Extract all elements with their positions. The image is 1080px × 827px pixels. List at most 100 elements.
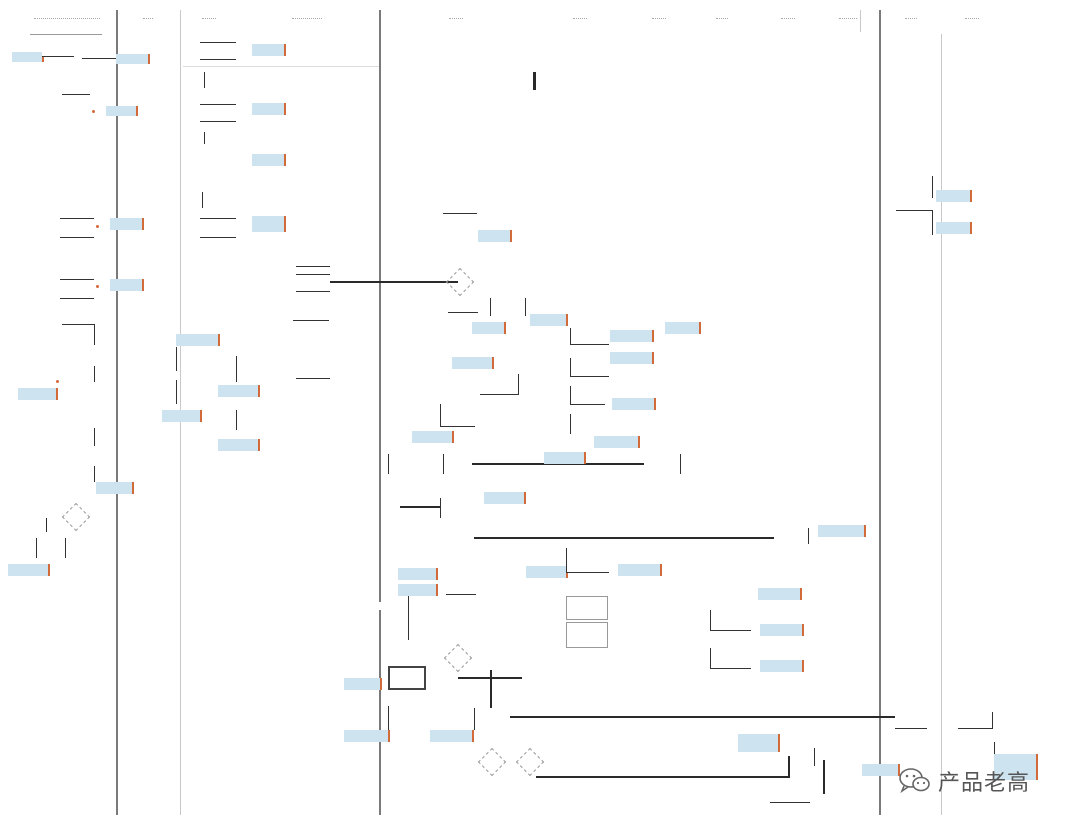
annotation-note xyxy=(252,154,286,166)
process-node xyxy=(646,454,681,474)
process-node xyxy=(140,347,177,371)
process-node xyxy=(140,380,177,404)
process-node xyxy=(202,192,233,208)
process-node xyxy=(58,466,95,482)
annotation-note xyxy=(252,44,286,56)
process-node xyxy=(770,790,810,803)
process-node xyxy=(200,104,236,122)
process-node xyxy=(566,622,608,648)
process-node xyxy=(480,374,519,395)
process-node xyxy=(570,358,609,377)
lane-divider xyxy=(379,10,381,815)
connector-line xyxy=(330,281,458,283)
lane-header xyxy=(34,18,100,19)
annotation-note xyxy=(758,588,802,600)
process-node xyxy=(710,610,751,631)
process-node xyxy=(60,218,94,238)
lane-header xyxy=(652,18,666,19)
process-node xyxy=(440,404,475,427)
process-node xyxy=(60,279,94,299)
annotation-note xyxy=(994,754,1038,768)
process-node xyxy=(408,596,439,640)
process-node xyxy=(204,356,237,382)
annotation-note xyxy=(176,334,220,346)
process-node xyxy=(42,46,74,57)
process-node xyxy=(446,578,476,595)
process-node xyxy=(64,108,90,116)
annotation-note xyxy=(8,564,50,576)
connector-line xyxy=(474,537,774,539)
process-node xyxy=(204,72,235,88)
annotation-note xyxy=(530,314,568,326)
annotation-note xyxy=(412,431,454,443)
process-node xyxy=(378,602,406,610)
connector-line xyxy=(400,506,440,508)
process-node xyxy=(388,666,426,690)
process-node xyxy=(293,320,329,337)
process-node xyxy=(444,252,474,260)
process-node xyxy=(296,274,330,292)
process-node xyxy=(895,712,927,729)
process-node xyxy=(452,612,470,622)
connector-dot xyxy=(92,110,95,113)
lane-divider xyxy=(116,10,118,815)
connector-line xyxy=(536,776,790,778)
annotation-note xyxy=(252,216,286,232)
decision-node xyxy=(515,747,545,777)
lane-header xyxy=(202,18,216,19)
process-node xyxy=(204,410,237,430)
connector-line xyxy=(788,756,790,778)
annotation-note xyxy=(618,564,662,576)
watermark-text: 产品老高 xyxy=(938,771,1031,796)
process-node xyxy=(490,298,526,316)
process-node xyxy=(443,213,477,228)
lane-divider xyxy=(860,10,861,32)
annotation-note xyxy=(12,52,44,62)
process-node xyxy=(386,516,408,524)
lane-header xyxy=(905,18,917,19)
process-node xyxy=(82,44,116,59)
process-node xyxy=(650,528,690,535)
process-node xyxy=(570,414,603,434)
annotation-note xyxy=(862,764,900,776)
process-node xyxy=(640,302,674,310)
lane-header xyxy=(781,18,795,19)
process-node xyxy=(388,454,444,474)
process-node xyxy=(200,218,236,238)
annotation-note xyxy=(430,730,474,742)
annotation-note xyxy=(610,352,654,364)
process-node xyxy=(62,80,90,95)
connector-dot xyxy=(96,225,99,228)
annotation-note xyxy=(760,624,804,636)
annotation-note xyxy=(610,330,654,342)
connector-line xyxy=(510,716,900,718)
process-node xyxy=(446,454,470,474)
annotation-note xyxy=(96,482,134,494)
process-node xyxy=(200,42,236,60)
process-node xyxy=(896,210,933,235)
annotation-note xyxy=(252,103,286,115)
process-node xyxy=(510,442,538,449)
process-node xyxy=(36,538,66,558)
process-node xyxy=(64,428,95,446)
process-node xyxy=(490,656,528,664)
decision-node xyxy=(61,502,91,532)
annotation-note xyxy=(398,568,438,580)
annotation-note xyxy=(484,492,526,504)
connector-line xyxy=(490,670,492,710)
annotation-note xyxy=(612,398,656,410)
annotation-note xyxy=(398,584,438,596)
annotation-note xyxy=(452,357,494,369)
marker xyxy=(533,72,536,90)
annotation-note xyxy=(478,230,512,242)
process-node xyxy=(566,548,609,573)
lane-header xyxy=(573,18,587,19)
annotation-note xyxy=(472,322,506,334)
process-node xyxy=(570,328,609,345)
process-node xyxy=(710,648,751,669)
lane-header xyxy=(965,18,979,19)
process-node xyxy=(958,712,993,729)
annotation-note xyxy=(760,660,804,672)
process-node xyxy=(962,742,995,760)
